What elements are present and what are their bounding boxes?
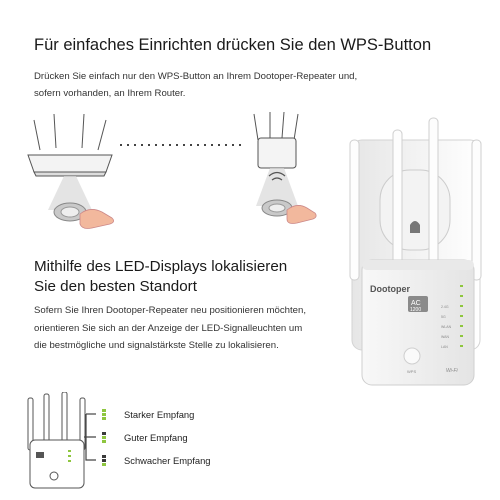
router-illustration: [27, 113, 114, 229]
page-title: Für einfaches Einrichten drücken Sie den…: [34, 36, 432, 54]
legend-item: Schwacher Empfang: [96, 452, 211, 468]
legend-item: Guter Empfang: [96, 429, 188, 445]
signal-led-dot: [102, 431, 106, 435]
section2-body: Sofern Sie Ihren Dootoper-Repeater neu p…: [34, 302, 334, 355]
signal-dots: [96, 431, 124, 443]
section2-heading-line-2: Sie den besten Standort: [34, 278, 197, 295]
legend-bracket: [84, 413, 96, 461]
section2-body-line-1: Sofern Sie Ihren Dootoper-Repeater neu p…: [34, 305, 306, 316]
legend-label: Starker Empfang: [124, 408, 195, 420]
device-badge-ac: AC: [411, 300, 421, 307]
device-led: [460, 285, 463, 287]
device-brand-text: Dootoper: [370, 284, 410, 294]
device-wps-label: WPS: [407, 369, 416, 374]
signal-led-dot: [102, 454, 106, 458]
device-led: [460, 345, 463, 347]
signal-led-dot: [102, 458, 106, 462]
signal-dots: [96, 408, 124, 420]
section2-body-line-2: orientieren Sie sich an der Anzeige der …: [34, 322, 303, 334]
device-led: [460, 325, 463, 327]
signal-led-dot: [102, 416, 106, 420]
repeater-product-photo: Dootoper AC 1200 2.4G 5G WLAN WAN LAN WPS Wi…: [349, 117, 482, 386]
section2-heading: Mithilfe des LED-Displays lokalisieren S…: [34, 257, 287, 297]
legend-item: Starker Empfang: [96, 406, 194, 422]
device-led: [460, 295, 463, 297]
device-wifi-label: Wi-Fi: [446, 368, 459, 374]
signal-led-dot: [102, 462, 106, 466]
device-led: [460, 315, 463, 317]
device-badge-1200: 1200: [410, 307, 421, 313]
connection-line: [120, 144, 246, 146]
signal-led-dot: [102, 439, 106, 443]
signal-led-dot: [102, 435, 106, 439]
device-led-label: 2.4G: [441, 305, 449, 309]
legend-label: Schwacher Empfang: [124, 454, 211, 466]
intro-line-1: Drücken Sie einfach nur den WPS-Button a…: [34, 71, 358, 82]
signal-led-dot: [102, 412, 106, 416]
device-led: [460, 335, 463, 337]
intro-line-2: sofern vorhanden, an Ihrem Router.: [34, 88, 186, 99]
device-led-label: WLAN: [441, 325, 452, 329]
device-led-label: 5G: [441, 315, 446, 319]
intro-text: Drücken Sie einfach nur den WPS-Button a…: [34, 68, 364, 102]
device-led-label: WAN: [441, 335, 450, 339]
repeater-small-illustration: [253, 111, 317, 224]
section2-body-line-3: die bestmögliche und signalstärkste Stel…: [34, 340, 279, 351]
signal-dots: [96, 454, 124, 466]
section2-heading-line-1: Mithilfe des LED-Displays lokalisieren: [34, 258, 288, 275]
device-sketch: [27, 392, 86, 489]
device-led: [460, 305, 463, 307]
device-led-label: LAN: [441, 345, 448, 349]
signal-led-dot: [102, 408, 106, 412]
legend-label: Guter Empfang: [124, 431, 188, 443]
